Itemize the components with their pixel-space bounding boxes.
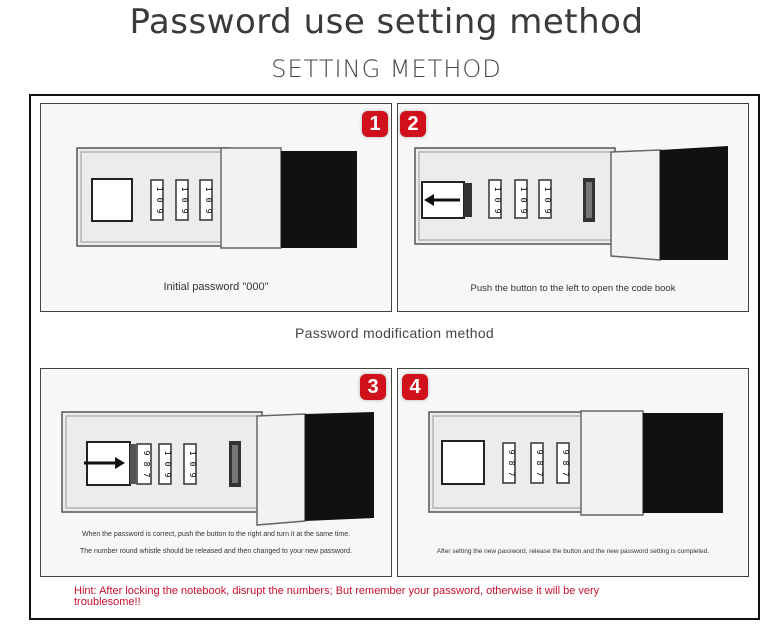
dial-wheel: 1 0 9	[150, 179, 164, 221]
svg-text:9: 9	[535, 450, 544, 455]
step-1-badge: 1	[362, 111, 388, 137]
svg-text:1: 1	[163, 451, 172, 456]
dial-wheel: 1 0 9	[175, 179, 189, 221]
step-3-panel: 9 8 7 1 0 9 1 0 9 When the password is c…	[40, 368, 392, 577]
dial-digit: 0	[204, 198, 213, 203]
svg-text:1: 1	[188, 451, 197, 456]
svg-text:9: 9	[163, 473, 172, 478]
dial-wheel: 1 0 9	[538, 179, 552, 219]
svg-text:9: 9	[142, 451, 151, 456]
svg-text:0: 0	[493, 198, 502, 203]
dial-digit: 1	[155, 187, 164, 192]
dial-wheel: 1 0 9	[199, 179, 213, 221]
step-1-caption: Initial password "000"	[163, 281, 269, 293]
step-4-panel: 9 8 7 9 8 7 9 8 7 After setting the new …	[397, 368, 749, 577]
svg-text:9: 9	[188, 473, 197, 478]
svg-text:9: 9	[493, 209, 502, 214]
dial-wheel: 1 0 9	[158, 443, 172, 485]
section-label: Password modification method	[294, 325, 495, 341]
lock-illustration-4: 9 8 7 9 8 7 9 8 7	[428, 410, 723, 516]
dial-digit: 9	[204, 209, 213, 214]
dial-wheel: 9 8 7	[136, 443, 152, 485]
dial-wheel: 1 0 9	[183, 443, 197, 485]
svg-text:7: 7	[142, 473, 151, 478]
dial-digit: 0	[180, 198, 189, 203]
step-3-badge: 3	[360, 374, 386, 400]
step-4-caption: After setting the new password, release …	[436, 548, 710, 555]
svg-text:7: 7	[561, 472, 570, 477]
dial-digit: 1	[204, 187, 213, 192]
page-subtitle: SETTING METHOD	[271, 55, 502, 83]
svg-text:9: 9	[561, 450, 570, 455]
step-3-caption-line-1: When the password is correct, push the b…	[81, 531, 351, 538]
dial-wheel: 9 8 7	[502, 442, 516, 484]
dial-wheel: 1 0 9	[514, 179, 528, 219]
svg-text:1: 1	[519, 187, 528, 192]
dial-wheel: 9 8 7	[556, 442, 570, 484]
svg-text:0: 0	[543, 198, 552, 203]
step-1-panel: 1 0 9 1 0 9 1 0 9 Initial password "000"	[40, 103, 392, 312]
step-2-panel: 1 0 9 1 0 9 1 0 9 Push the button to the…	[397, 103, 749, 312]
svg-text:0: 0	[188, 462, 197, 467]
dial-digit: 9	[180, 209, 189, 214]
svg-text:8: 8	[507, 461, 516, 466]
dial-digit: 0	[155, 198, 164, 203]
svg-text:1: 1	[543, 187, 552, 192]
svg-text:8: 8	[142, 462, 151, 467]
svg-text:9: 9	[519, 209, 528, 214]
instructions-frame	[29, 94, 760, 620]
step-2-caption: Push the button to the left to open the …	[470, 283, 676, 294]
page-title: Password use setting method	[129, 2, 644, 42]
svg-text:9: 9	[543, 209, 552, 214]
hint-text: Hint: After locking the notebook, disrup…	[74, 585, 600, 608]
dial-wheel: 9 8 7	[530, 442, 544, 484]
svg-text:1: 1	[493, 187, 502, 192]
svg-text:0: 0	[163, 462, 172, 467]
svg-text:8: 8	[535, 461, 544, 466]
step-4-badge: 4	[402, 374, 428, 400]
dial-digit: 1	[180, 187, 189, 192]
lock-illustration-1: 1 0 9 1 0 9 1 0 9	[76, 147, 357, 249]
svg-text:0: 0	[519, 198, 528, 203]
svg-text:7: 7	[535, 472, 544, 477]
svg-text:8: 8	[561, 461, 570, 466]
svg-text:7: 7	[507, 472, 516, 477]
dial-wheel: 1 0 9	[488, 179, 502, 219]
step-3-caption-line-2: The number round whistle should be relea…	[79, 548, 352, 555]
dial-digit: 9	[155, 209, 164, 214]
lock-illustration-2: 1 0 9 1 0 9 1 0 9	[414, 146, 728, 261]
svg-text:9: 9	[507, 450, 516, 455]
lock-illustration-3: 9 8 7 1 0 9 1 0 9	[61, 411, 374, 526]
step-2-badge: 2	[400, 111, 426, 137]
